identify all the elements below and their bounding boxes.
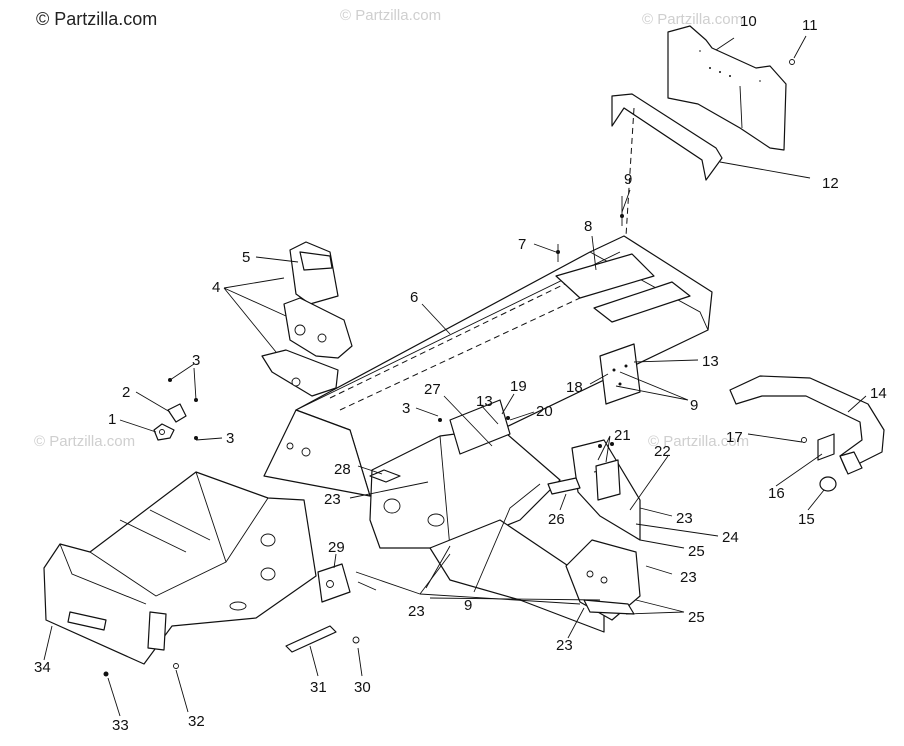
part-10-flap	[667, 25, 787, 151]
part-5-plate	[299, 251, 333, 271]
leader-lines	[43, 35, 867, 717]
callout-5: 5	[242, 249, 250, 266]
part-11-bolt	[789, 59, 795, 65]
part-34-front-chassis	[43, 471, 317, 665]
callout-25: 25	[688, 543, 705, 560]
callout-13: 13	[476, 393, 493, 410]
callout-26: 26	[548, 511, 565, 528]
part-4-brackets	[261, 241, 353, 397]
callout-14: 14	[870, 385, 887, 402]
part-16-bracket	[817, 433, 835, 461]
part-2-clip	[167, 403, 187, 423]
callout-25: 25	[688, 609, 705, 626]
part-22-bracket	[571, 439, 641, 541]
callout-23: 23	[556, 637, 573, 654]
callout-23: 23	[324, 491, 341, 508]
part-20-21-fasteners	[506, 416, 614, 448]
callout-34: 34	[34, 659, 51, 676]
callout-32: 32	[188, 713, 205, 730]
callout-24: 24	[722, 529, 739, 546]
guide-line	[625, 107, 635, 237]
callout-15: 15	[798, 511, 815, 528]
callout-3: 3	[192, 352, 200, 369]
callout-9: 9	[690, 397, 698, 414]
callout-33: 33	[112, 717, 129, 734]
callout-2: 2	[122, 384, 130, 401]
callout-10: 10	[740, 13, 757, 30]
lower-center-shell	[429, 519, 605, 633]
callout-31: 31	[310, 679, 327, 696]
callout-9: 9	[464, 597, 472, 614]
callout-30: 30	[354, 679, 371, 696]
callout-1: 1	[108, 411, 116, 428]
callout-11: 11	[802, 17, 818, 34]
callout-13: 13	[702, 353, 719, 370]
part-17-bolt	[801, 437, 807, 443]
watermark-faint-left: © Partzilla.com	[34, 433, 135, 450]
callout-18: 18	[566, 379, 583, 396]
callout-28: 28	[334, 461, 351, 478]
part-29-bracket	[317, 563, 351, 603]
callout-4: 4	[212, 279, 220, 296]
watermark-main: © Partzilla.com	[36, 9, 157, 29]
part-30-nut	[352, 636, 360, 644]
part-31-strip	[285, 625, 337, 653]
part-6-tunnel	[263, 235, 713, 497]
callout-9: 9	[624, 171, 632, 188]
part-14-bumper	[729, 375, 885, 475]
callout-23: 23	[680, 569, 697, 586]
part-28-rail	[369, 469, 401, 483]
part-7-9-fasteners	[556, 196, 624, 262]
part-26-plate	[547, 477, 581, 495]
part-32-33-bolts	[103, 663, 179, 677]
part-27-bulkhead	[369, 399, 561, 549]
callout-22: 22	[654, 443, 671, 460]
callout-3: 3	[402, 400, 410, 417]
part-12-bracket	[611, 93, 723, 181]
watermark-faint-top-right: © Partzilla.com	[642, 11, 743, 28]
callout-8: 8	[584, 218, 592, 235]
part-1-clip	[153, 423, 175, 441]
callout-21: 21	[614, 427, 631, 444]
callout-16: 16	[768, 485, 785, 502]
callout-7: 7	[518, 236, 526, 253]
callout-3: 3	[226, 430, 234, 447]
callout-12: 12	[822, 175, 839, 192]
callout-23: 23	[676, 510, 693, 527]
callout-20: 20	[536, 403, 553, 420]
callout-29: 29	[328, 539, 345, 556]
callout-19: 19	[510, 378, 527, 395]
watermark-faint-right: © Partzilla.com	[648, 433, 749, 450]
watermark-faint-top: © Partzilla.com	[340, 7, 441, 24]
callout-6: 6	[410, 289, 418, 306]
callout-17: 17	[726, 429, 743, 446]
callout-23: 23	[408, 603, 425, 620]
callout-labels: 1 2 3 3 3 4 5 6 7 8 9 9 9 10 11 12 13 13…	[34, 13, 887, 734]
callout-27: 27	[424, 381, 441, 398]
part-15-cap	[819, 476, 837, 492]
